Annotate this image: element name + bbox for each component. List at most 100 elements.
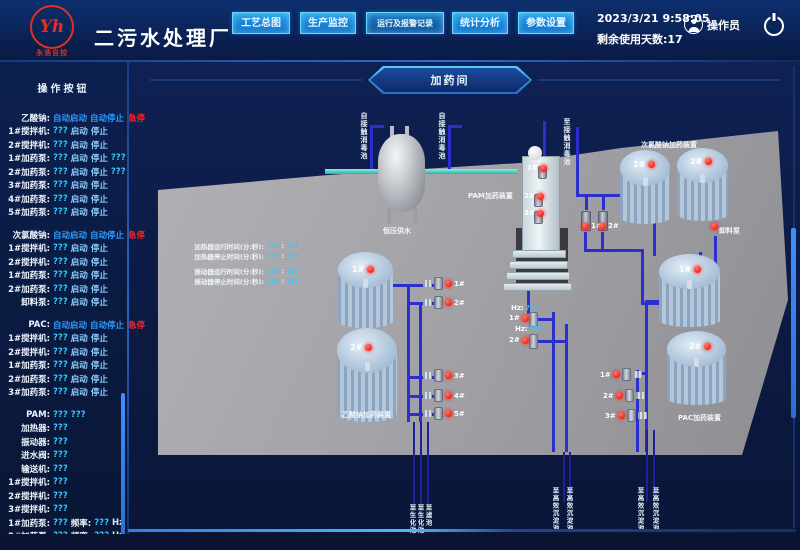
pipe	[585, 197, 588, 210]
header-divider	[0, 60, 800, 62]
nav-parameter-settings[interactable]: 参数设置	[518, 12, 574, 34]
status-indicator	[582, 222, 589, 230]
auto-start-button[interactable]: 自动启动	[53, 230, 88, 241]
start-button[interactable]: 启动	[70, 374, 88, 385]
pipe	[407, 284, 410, 422]
start-button[interactable]: 启动	[70, 208, 88, 219]
timer-row: 加热器停止时间(分:秒):???:???	[194, 252, 299, 261]
start-button[interactable]: 启动	[70, 194, 88, 205]
pipe-label-from-contact-tank-2: 自接触消毒池	[438, 112, 446, 160]
nav-statistics[interactable]: 统计分析	[452, 12, 508, 34]
room-button[interactable]: 加药间	[368, 66, 532, 94]
start-button[interactable]: 启动	[70, 154, 88, 165]
auto-start-button[interactable]: 自动启动	[53, 113, 88, 124]
sidebar-device-row: 2#加药泵:???启动停止	[0, 372, 127, 386]
status-indicator	[521, 336, 529, 344]
device-status: ???	[53, 360, 68, 371]
group-title: PAC:	[28, 319, 50, 330]
start-button[interactable]: 启动	[70, 361, 88, 372]
device-status: ???	[53, 450, 68, 461]
start-button[interactable]: 启动	[70, 257, 88, 268]
pipe	[448, 127, 451, 172]
estop-button[interactable]: 急停	[128, 320, 146, 331]
auto-stop-button[interactable]: 自动停止	[90, 113, 125, 124]
stop-button[interactable]: 停止	[90, 374, 108, 385]
frame-line-left	[150, 79, 362, 81]
valve-icon	[423, 410, 432, 417]
stop-button[interactable]: 停止	[90, 284, 108, 295]
acetate-pump: 5#	[423, 407, 465, 420]
device-status: ???	[53, 153, 68, 164]
power-icon[interactable]	[764, 16, 784, 36]
operator-label[interactable]: 操作员	[707, 19, 740, 32]
stop-button[interactable]: 停止	[90, 347, 108, 358]
device-status: ???	[53, 166, 68, 177]
pipe	[409, 395, 435, 398]
pipe	[565, 324, 568, 452]
sidebar-device-row: 2#加药泵:???启动停止	[0, 282, 127, 296]
stop-button[interactable]: 停止	[90, 298, 108, 309]
stop-button[interactable]: 停止	[90, 361, 108, 372]
stop-button[interactable]: 停止	[90, 388, 108, 399]
pac-tank-1: 1#	[659, 254, 720, 327]
stop-button[interactable]: 停止	[90, 334, 108, 345]
stop-button[interactable]: 停止	[90, 257, 108, 268]
nav-process-overview[interactable]: 工艺总图	[232, 12, 290, 34]
tank-leg	[413, 208, 417, 224]
timer-row: 加热器运行时间(分:秒):???:???	[194, 242, 299, 251]
device-label: 3#加药泵:	[8, 388, 50, 399]
estop-button[interactable]: 急停	[128, 230, 146, 241]
start-button[interactable]: 启动	[70, 347, 88, 358]
device-status: ???	[53, 256, 68, 267]
stop-button[interactable]: 停止	[90, 140, 108, 151]
nav-run-alarm-records[interactable]: 运行及报警记录	[366, 12, 444, 34]
footer-band	[0, 534, 800, 550]
estop-button[interactable]: 急停	[128, 113, 146, 124]
stop-button[interactable]: 停止	[90, 194, 108, 205]
user-icon[interactable]	[684, 15, 703, 34]
stop-button[interactable]: 停止	[90, 244, 108, 255]
stop-button[interactable]: 停止	[90, 208, 108, 219]
start-button[interactable]: 启动	[70, 181, 88, 192]
auto-stop-button[interactable]: 自动停止	[90, 320, 125, 331]
sidebar-scrollbar[interactable]	[121, 393, 125, 543]
pam-pump-body	[529, 312, 538, 327]
pac-tank-2: 2#	[667, 331, 726, 405]
auto-stop-button[interactable]: 自动停止	[90, 230, 125, 241]
pipe	[653, 430, 655, 502]
start-button[interactable]: 启动	[70, 127, 88, 138]
start-button[interactable]: 启动	[70, 298, 88, 309]
stop-button[interactable]: 停止	[90, 181, 108, 192]
stop-button[interactable]: 停止	[90, 167, 108, 178]
start-button[interactable]: 启动	[70, 271, 88, 282]
extra-status: ???	[110, 153, 126, 164]
start-button[interactable]: 启动	[70, 284, 88, 295]
extra-status: ???	[110, 166, 126, 177]
tank-nozzle	[363, 279, 369, 289]
start-button[interactable]: 启动	[70, 388, 88, 399]
main-scrollbar[interactable]	[791, 228, 796, 418]
hypo-pump-body	[598, 211, 608, 231]
stop-button[interactable]: 停止	[90, 127, 108, 138]
device-status: ???	[53, 423, 68, 434]
device-status: ???	[53, 126, 68, 137]
device-status: ???	[53, 346, 68, 357]
pipe-label-to-filter-tank: 至滤池	[424, 504, 432, 527]
nav-production-monitor[interactable]: 生产监控	[300, 12, 356, 34]
device-status: ???	[53, 333, 68, 344]
auto-start-button[interactable]: 自动启动	[53, 320, 88, 331]
sidebar-divider	[127, 62, 129, 550]
sidebar-title: 操作按钮	[37, 84, 90, 95]
tank-label: 1#	[679, 265, 702, 274]
start-button[interactable]: 启动	[70, 244, 88, 255]
freq-unit: Hz	[112, 517, 125, 528]
device-status: ???	[53, 504, 68, 515]
start-button[interactable]: 启动	[70, 140, 88, 151]
start-button[interactable]: 启动	[70, 167, 88, 178]
pam-skid-pump: 3#	[524, 209, 544, 217]
status-value: ???	[70, 409, 86, 420]
sidebar-device-row: 2#加药泵:???启动停止???	[0, 165, 127, 179]
start-button[interactable]: 启动	[70, 334, 88, 345]
stop-button[interactable]: 停止	[90, 154, 108, 165]
stop-button[interactable]: 停止	[90, 271, 108, 282]
